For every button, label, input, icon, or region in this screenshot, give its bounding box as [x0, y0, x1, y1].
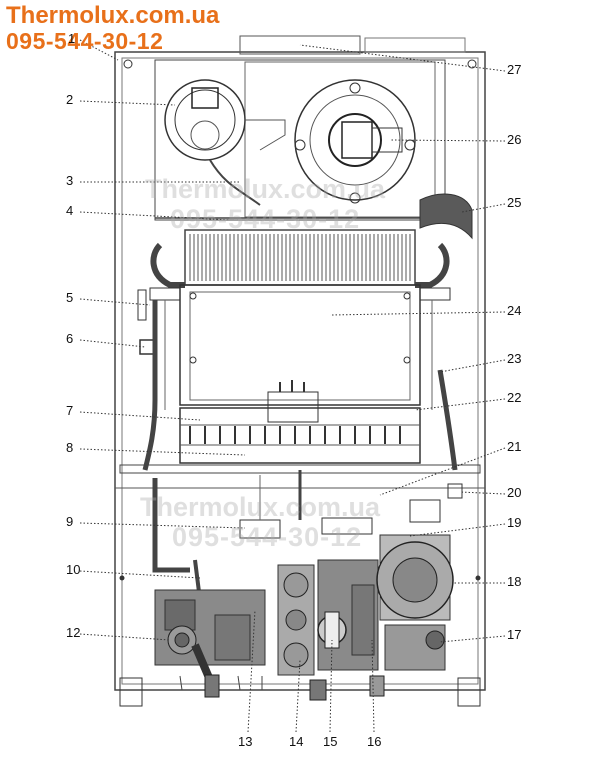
callout-label: 24: [507, 303, 522, 318]
leader-line: [389, 139, 506, 142]
watermark-site: Thermolux.com.ua: [145, 174, 386, 204]
callout-label: 27: [507, 62, 522, 77]
leader-line: [79, 100, 176, 106]
leader-line: [79, 339, 146, 348]
callout-label: 14: [289, 734, 304, 749]
leader-line: [329, 639, 333, 733]
callout-label: 22: [507, 390, 522, 405]
callout-label: 12: [66, 625, 81, 640]
leader-line: [439, 635, 506, 643]
callout-label: 26: [507, 132, 522, 147]
leader-line: [79, 448, 246, 456]
callout-label: 9: [66, 514, 74, 529]
burner: [119, 380, 481, 474]
callout-label: 13: [238, 734, 253, 749]
callout-label: 19: [507, 515, 522, 530]
side-pipes: [142, 300, 458, 471]
leader-line: [295, 659, 301, 733]
leader-line: [409, 523, 506, 537]
callout-label: 15: [323, 734, 338, 749]
brand-phone: 095-544-30-12: [6, 28, 164, 54]
hydraulic-block: [152, 470, 463, 682]
callout-label: 3: [66, 173, 74, 188]
callout-label: 2: [66, 92, 74, 107]
brand-site: Thermolux.com.ua: [6, 2, 220, 29]
leader-line: [461, 203, 506, 213]
watermark-site: Thermolux.com.ua: [140, 492, 381, 522]
watermark-phone: 095-544-30-12: [170, 204, 361, 234]
pressure-switch: [164, 79, 286, 206]
leader-line: [247, 609, 256, 733]
callout-label: 20: [507, 485, 522, 500]
leader-line: [79, 522, 246, 529]
outer-frame: [114, 35, 486, 707]
bottom-connections: [179, 674, 385, 701]
leader-line: [371, 639, 375, 733]
callout-label: 18: [507, 574, 522, 589]
flue-cover: [419, 193, 473, 240]
callout-label: 7: [66, 403, 74, 418]
leader-line: [79, 39, 119, 61]
leader-line: [329, 311, 506, 316]
callout-label: 1: [68, 31, 76, 46]
leader-line: [79, 633, 171, 641]
leader-line: [79, 570, 201, 579]
leader-line: [79, 298, 151, 306]
callout-label: 5: [66, 290, 74, 305]
combustion-chamber: [139, 284, 421, 406]
callout-label: 6: [66, 331, 74, 346]
callout-label: 23: [507, 351, 522, 366]
leader-line: [439, 359, 506, 373]
callout-label: 25: [507, 195, 522, 210]
leader-line: [79, 211, 231, 221]
leader-line: [379, 447, 506, 496]
heat-exchanger: [137, 229, 451, 321]
callout-label: 4: [66, 203, 74, 218]
callout-label: 8: [66, 440, 74, 455]
leader-line: [414, 398, 506, 411]
leader-line: [459, 491, 506, 495]
callout-label: 17: [507, 627, 522, 642]
watermark-phone: 095-544-30-12: [172, 522, 363, 552]
leader-line: [299, 44, 506, 72]
callout-label: 16: [367, 734, 382, 749]
callout-label: 21: [507, 439, 522, 454]
leader-line: [79, 411, 201, 421]
callout-label: 10: [66, 562, 81, 577]
